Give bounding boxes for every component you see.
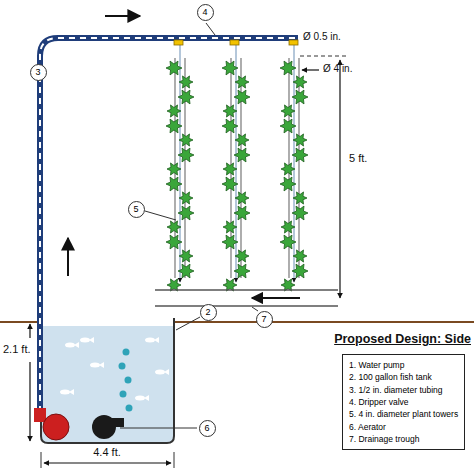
water-pump [34,408,69,440]
callout-circle: 6 [199,420,216,437]
drainage-trough [155,305,338,307]
fish-tank [41,318,174,443]
dimension-extension [300,56,346,57]
dimension-arrow [302,69,319,70]
dimension-line [44,462,171,463]
node-text: 2. 100 gallon fish tank [349,371,458,383]
flow-arrow [105,15,140,17]
callout-circle: 3 [30,64,47,81]
node-text: 3. 1/2 in. diameter tubing [349,384,458,396]
dimension-line [29,362,30,441]
leader-lines [120,23,258,428]
dimension-label: 4.4 ft. [93,446,121,459]
fish-group [60,337,169,401]
dimension-label: Ø 0.5 in. [303,31,341,43]
ground-line [174,321,474,323]
key-box: 1. Water pump2. 100 gallon fish tank3. 1… [342,354,465,450]
node-text: 2 [205,307,210,317]
node-text: 5. 4 in. diameter plant towers [349,408,458,420]
drainage-trough [155,289,338,291]
node-text: 5 [133,204,138,214]
dimension-label: Ø 4 in. [323,63,352,75]
node-text: 7 [261,314,266,324]
tank-water [41,326,174,443]
callout-circle: 4 [197,4,214,21]
callout-circle: 5 [128,201,145,218]
dimension-line [29,324,30,338]
dimension-line [339,60,340,298]
node-text: 3 [35,67,40,77]
dripper-valves [174,40,298,45]
flow-arrow [67,238,69,276]
node-text: 6 [204,423,209,433]
node-text: 4 [202,7,207,17]
tubing-dash [40,38,298,412]
callout-circle: 2 [200,304,217,321]
air-bubbles [119,349,133,412]
aerator [92,415,124,439]
node-text: 7. Drainage trough [349,433,458,445]
plant-towers [166,45,308,291]
ground-line [0,321,41,323]
node-text: 1. Water pump [349,359,458,371]
node-text: 4. Dripper valve [349,396,458,408]
dimension-extension [174,452,175,468]
dimension-label: 2.1 ft. [3,343,31,356]
dimension-label: 5 ft. [349,152,367,165]
callout-circle: 7 [256,311,273,328]
node-text: 6. Aerator [349,421,458,433]
flow-arrow [252,297,300,299]
dimension-extension [41,452,42,468]
diagram-title: Proposed Design: Side [334,332,471,346]
tubing [40,38,298,412]
